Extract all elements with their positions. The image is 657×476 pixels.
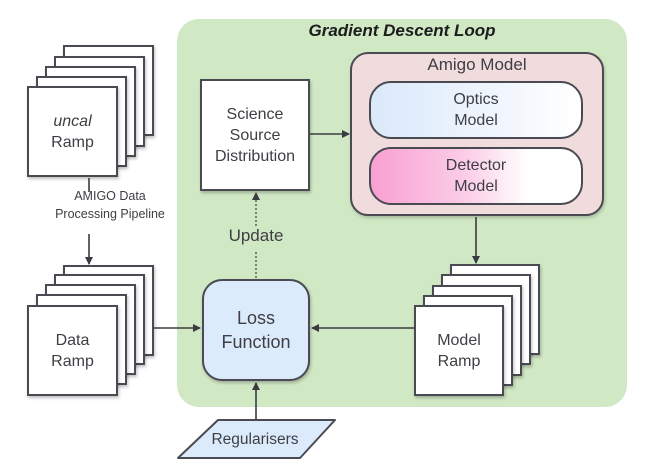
science-source-distribution-node: Science Source Distribution xyxy=(200,79,310,191)
loop-title: Gradient Descent Loop xyxy=(308,21,496,40)
amigo-model-title: Amigo Model xyxy=(427,55,527,74)
regularisers-node xyxy=(177,419,336,459)
data-ramp-line2: Ramp xyxy=(51,352,94,370)
regularisers-label: Regularisers xyxy=(211,430,299,448)
ramp-label: Ramp xyxy=(51,133,94,151)
model-ramp-node: Model Ramp xyxy=(414,305,504,396)
uncal-ramp-node: uncal Ramp xyxy=(27,86,118,177)
detector-line1: Detector xyxy=(445,157,507,174)
science-source-line3: Distribution xyxy=(214,147,296,165)
science-source-line2: Source xyxy=(229,126,281,144)
optics-model-node: Optics Model xyxy=(369,81,583,139)
model-ramp-line2: Ramp xyxy=(437,352,481,370)
science-source-line1: Science xyxy=(226,105,284,123)
loss-line2: Function xyxy=(221,332,291,352)
pipeline-label-line2: Processing Pipeline xyxy=(55,207,165,221)
uncal-label: uncal xyxy=(53,112,92,130)
data-ramp-node: Data Ramp xyxy=(27,305,118,396)
pipeline-label-line1: AMIGO Data xyxy=(74,189,146,203)
optics-line1: Optics xyxy=(453,91,499,108)
loss-line1: Loss xyxy=(236,308,276,328)
optics-line2: Model xyxy=(454,112,498,129)
pipeline-label: AMIGO Data Processing Pipeline xyxy=(30,187,190,223)
detector-model-node: Detector Model xyxy=(369,147,583,205)
detector-line2: Model xyxy=(454,178,498,195)
loss-function-node: Loss Function xyxy=(202,279,310,381)
model-ramp-line1: Model xyxy=(437,331,481,349)
data-ramp-line1: Data xyxy=(55,331,90,349)
update-label: Update xyxy=(228,226,284,245)
